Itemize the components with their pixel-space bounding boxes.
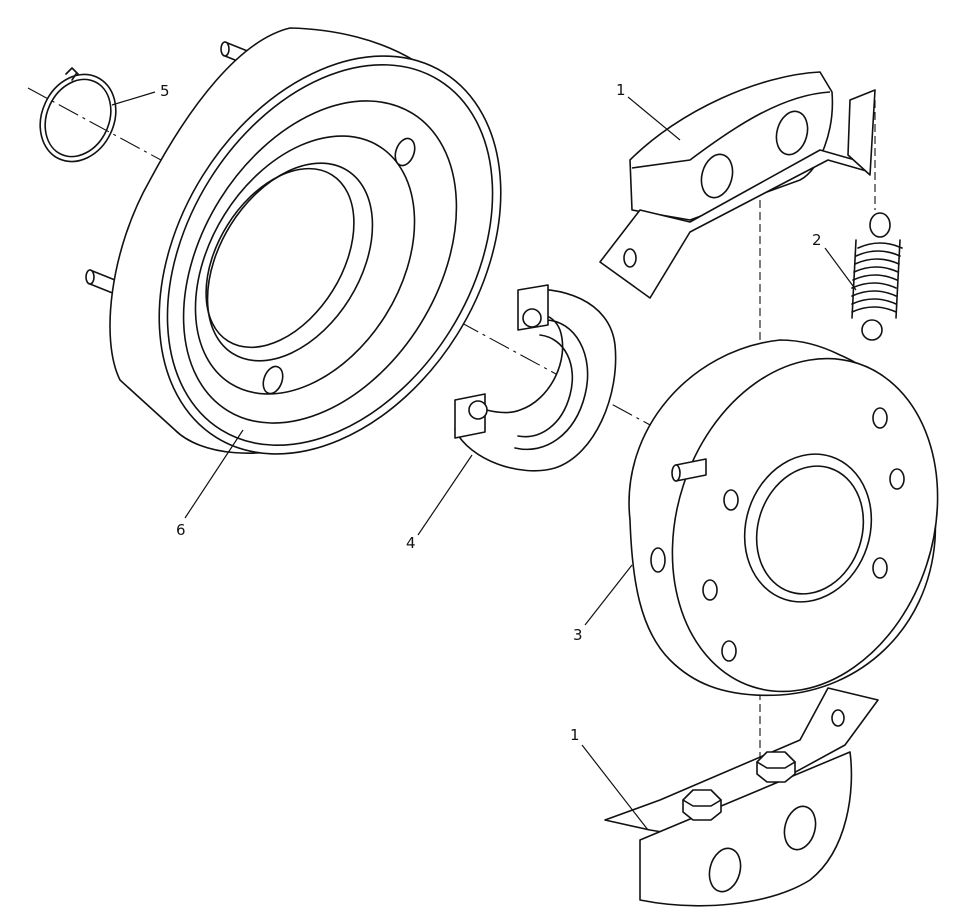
leader-4 [417, 454, 473, 536]
callout-4: 4 [406, 534, 416, 552]
callout-labels: 5 6 4 3 1 2 1 [111, 81, 857, 831]
callout-6: 6 [176, 521, 186, 539]
callout-1-lower: 1 [570, 726, 580, 744]
snap-ring [39, 67, 117, 163]
leader-2 [824, 247, 857, 291]
leader-1-upper [627, 96, 681, 141]
hub-disc [628, 339, 939, 697]
shoe-upper [599, 71, 876, 299]
leader-1-lower [581, 744, 649, 831]
callout-1-upper: 1 [616, 81, 626, 99]
callout-3: 3 [573, 626, 583, 644]
spring [851, 212, 903, 341]
leader-5 [111, 91, 156, 106]
friction-half [454, 284, 617, 472]
leader-6 [184, 429, 244, 519]
callout-2: 2 [812, 231, 822, 249]
drum [85, 27, 502, 455]
leader-3 [584, 564, 633, 626]
callout-5: 5 [160, 82, 170, 100]
shoe-lower [604, 687, 879, 907]
